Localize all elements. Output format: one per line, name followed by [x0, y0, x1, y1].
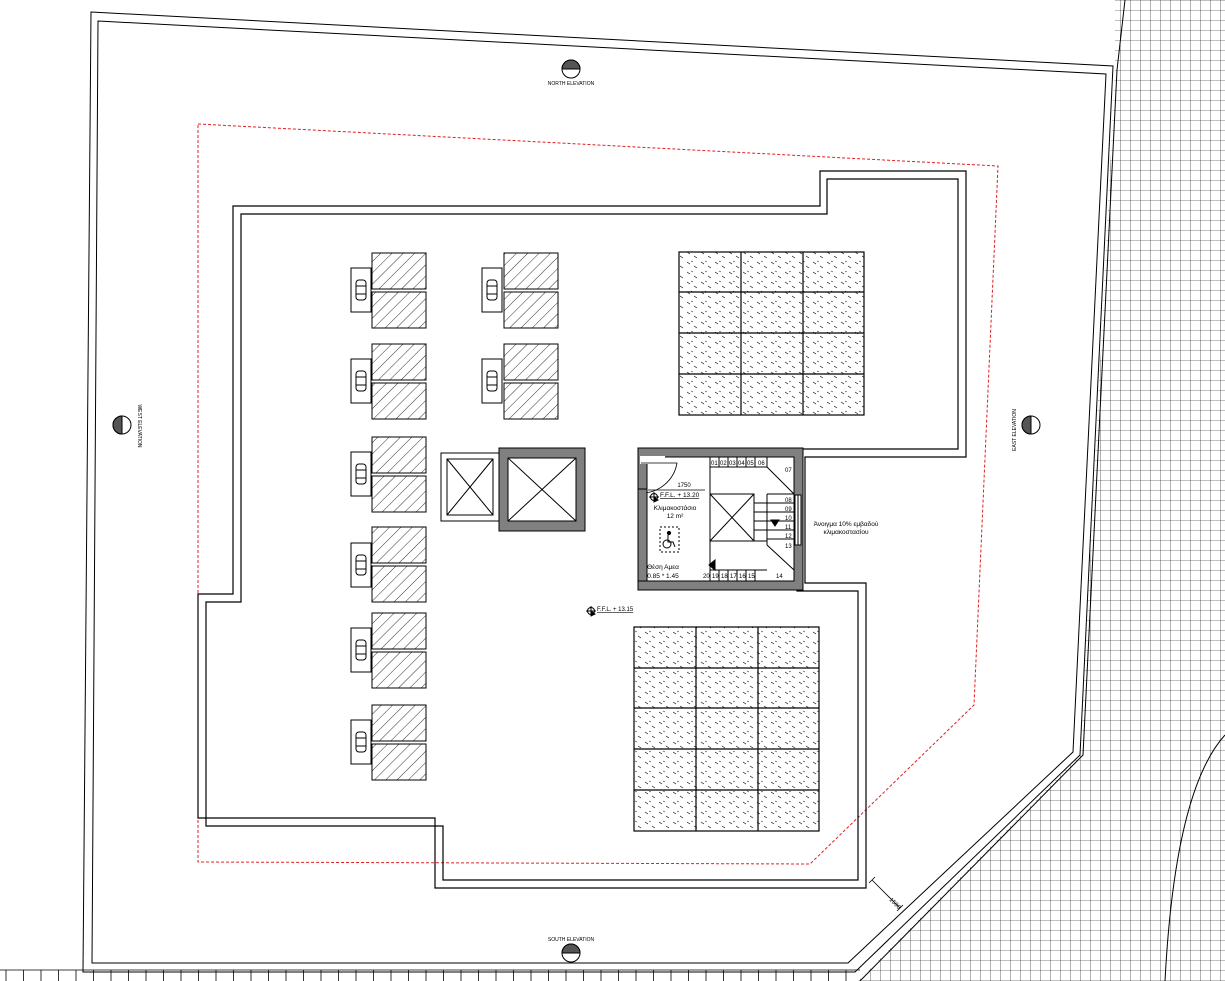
east-elevation-label: EAST ELEVATION [1012, 409, 1018, 451]
elevation-marker-icon [112, 59, 1041, 963]
step-number: 17 [730, 574, 737, 580]
step-number: 07 [785, 468, 792, 474]
level-marker-icon [586, 492, 659, 617]
setback-line [197, 123, 999, 865]
opening-note-line1: Άνοιγμα 10% εμβαδού [814, 520, 879, 528]
wheelchair-space-size: 0.85 * 1.45 [647, 573, 679, 580]
elevator-shafts [440, 447, 586, 532]
street-pavement-hatch [858, 0, 1225, 981]
step-number: 04 [738, 461, 745, 467]
bottom-ruler-ticks [5, 970, 847, 981]
step-number: 05 [747, 461, 754, 467]
stair-core [637, 447, 804, 591]
roof-level-label: F.F.L. + 13.15 [597, 607, 634, 613]
pv-array-north [678, 251, 865, 416]
water-heater-tanks [350, 267, 503, 765]
solar-panels [371, 252, 559, 781]
stair-room-area: 12 m² [667, 513, 684, 520]
pv-array-south [633, 626, 820, 832]
step-number: 11 [785, 525, 792, 531]
step-number: 12 [785, 534, 792, 540]
setback-dimension [868, 876, 904, 912]
plot-boundary [82, 11, 1114, 973]
step-number: 14 [776, 574, 783, 580]
step-number: 01 [711, 461, 718, 467]
north-elevation-label: NORTH ELEVATION [548, 81, 595, 87]
step-number: 10 [785, 516, 792, 522]
west-elevation-label: WEST ELEVATION [136, 404, 142, 447]
step-number: 03 [729, 461, 736, 467]
roof-parapet [197, 170, 967, 889]
stair-width-dimension: 1750 [677, 483, 691, 489]
stair-room-name: Κλιμακοστάσιο [654, 504, 697, 512]
opening-note-line2: κλιμακοστασίου [823, 528, 869, 536]
wheelchair-space-label: Θέση Αμεα [647, 563, 679, 571]
step-number: 16 [739, 574, 746, 580]
step-number: 06 [758, 461, 765, 467]
step-number: 20 [703, 574, 710, 580]
step-number: 02 [720, 461, 727, 467]
stair-level-label: F.F.L. + 13.20 [660, 492, 700, 499]
step-number: 15 [748, 574, 755, 580]
step-number: 08 [785, 498, 792, 504]
stair-step-numbers: 01 02 03 04 05 06 07 08 09 10 11 12 13 1… [703, 461, 792, 580]
step-number: 19 [712, 574, 719, 580]
step-number: 09 [785, 507, 792, 513]
south-elevation-label: SOUTH ELEVATION [548, 937, 595, 943]
step-number: 13 [785, 544, 792, 550]
setback-dimension-label: 1500 [888, 897, 902, 911]
wheelchair-icon [662, 530, 676, 549]
step-number: 18 [721, 574, 728, 580]
